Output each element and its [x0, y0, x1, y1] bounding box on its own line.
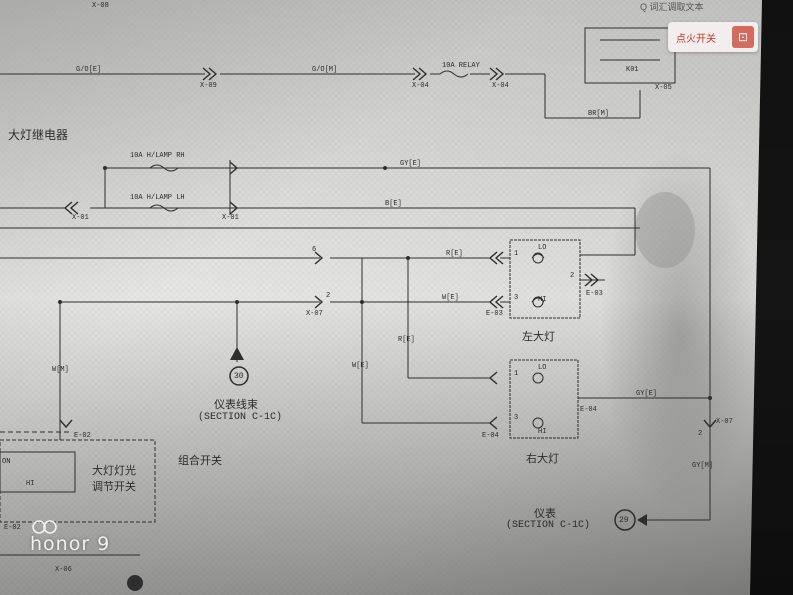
- pin-number: 3: [514, 294, 519, 302]
- connector-label: X-07: [716, 418, 733, 426]
- headlight-switch-label-2: 调节开关: [92, 480, 136, 493]
- lamp-lo-label: LO: [538, 364, 547, 372]
- wire-label: BR[M]: [588, 110, 610, 118]
- connector-label: X-01: [222, 214, 239, 222]
- widget-button[interactable]: ⊡: [732, 26, 754, 48]
- section-reference: (SECTION C-1C): [506, 520, 591, 531]
- right-headlight-label: 右大灯: [526, 452, 559, 465]
- wire-label: B[E]: [385, 200, 402, 208]
- wire-label: G/O[E]: [76, 66, 102, 74]
- camera-watermark: honor 9: [30, 533, 111, 555]
- pin-number: 1: [514, 250, 519, 258]
- instrument-harness-label: 仪表线束: [214, 398, 258, 411]
- connector-label: X-04: [412, 82, 429, 90]
- connector-label: X-09: [200, 82, 217, 90]
- fuse-label: 10A RELAY: [442, 62, 480, 70]
- pin-number: 6: [312, 246, 317, 254]
- connector-label: E-04: [580, 406, 597, 414]
- connector-label: X-06: [55, 566, 72, 574]
- wire-label: R[E]: [446, 250, 463, 258]
- terminal-number: 29: [619, 516, 629, 525]
- connector-label: E-03: [486, 310, 503, 318]
- combination-switch-label: 组合开关: [178, 454, 222, 467]
- lamp-hi-label: HI: [538, 428, 547, 436]
- fuse-label: 10A H/LAMP RH: [130, 152, 185, 160]
- wire-label: GY[E]: [636, 390, 658, 398]
- pin-number: 3: [514, 414, 519, 422]
- ignition-switch-label: 点火开关: [676, 34, 716, 45]
- section-reference: (SECTION C-1C): [198, 412, 283, 423]
- lamp-hi-label: HI: [538, 296, 547, 304]
- switch-hi-label: HI: [26, 480, 35, 488]
- connector-label: X-04: [492, 82, 509, 90]
- wire-label: R[E]: [398, 336, 415, 344]
- connector-label: E-03: [586, 290, 603, 298]
- lamp-lo-label: LO: [538, 244, 547, 252]
- pin-number: 2: [698, 430, 703, 438]
- fuse-label: 10A H/LAMP LH: [130, 194, 185, 202]
- connector-label: E-04: [482, 432, 499, 440]
- connector-label: X-05: [655, 84, 672, 92]
- wire-label: G/O[M]: [312, 66, 338, 74]
- wire-label: GY[M]: [692, 462, 714, 470]
- pin-number: 2: [326, 292, 331, 300]
- connector-label: E-02: [4, 524, 21, 532]
- headlight-switch-label: 大灯灯光: [92, 464, 136, 477]
- terminal-number: 30: [234, 372, 244, 381]
- floating-widget[interactable]: 点火开关 ⊡: [668, 22, 758, 52]
- switch-on-label: ON: [2, 458, 11, 466]
- pin-number: 1: [514, 370, 519, 378]
- headlight-relay-label: 大灯继电器: [8, 128, 69, 142]
- camera-watermark-icon: [32, 520, 57, 534]
- wire-label: W[E]: [352, 362, 369, 370]
- left-headlight-label: 左大灯: [522, 330, 555, 343]
- instrument-label: 仪表: [534, 507, 556, 520]
- top-tab-text: Q 词汇调取文本: [640, 2, 704, 12]
- wire-label: W[E]: [442, 294, 459, 302]
- pin-number: 2: [570, 272, 575, 280]
- connector-label: X-08: [92, 2, 109, 10]
- connector-label: X-07: [306, 310, 323, 318]
- wire-label: GY[E]: [400, 160, 422, 168]
- wire-label: W[M]: [52, 366, 69, 374]
- connector-label: X-01: [72, 214, 89, 222]
- connector-label: E-02: [74, 432, 91, 440]
- connector-label: K01: [626, 66, 639, 74]
